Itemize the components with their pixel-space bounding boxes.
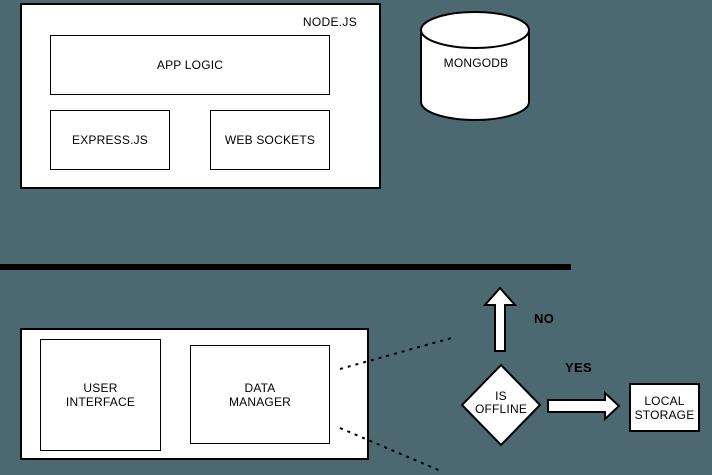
- data-manager-label-line1: DATA: [244, 380, 276, 395]
- local-storage-label-line2: STORAGE: [634, 407, 695, 422]
- client-container-box: USER INTERFACE DATA MANAGER: [20, 328, 369, 460]
- user-interface-label-line2: INTERFACE: [65, 395, 136, 409]
- is-offline-label-line1: IS: [495, 389, 507, 403]
- data-manager-box: DATA MANAGER: [190, 345, 330, 444]
- nodejs-container-box: NODE.JS APP LOGIC EXPRESS.JS WEB SOCKETS: [20, 3, 381, 189]
- yes-branch-label: YES: [565, 360, 592, 375]
- local-storage-label-line1: LOCAL: [644, 393, 685, 408]
- web-sockets-label: WEB SOCKETS: [224, 133, 316, 147]
- app-logic-box: APP LOGIC: [50, 35, 330, 95]
- user-interface-label: USER INTERFACE: [66, 381, 135, 409]
- user-interface-box: USER INTERFACE: [40, 339, 161, 451]
- no-branch-label: NO: [534, 311, 555, 326]
- section-divider-line: [0, 264, 571, 270]
- nodejs-container-label: NODE.JS: [302, 15, 357, 29]
- mongodb-cylinder: MONGODB: [419, 8, 533, 122]
- is-offline-label-line2: OFFLINE: [474, 402, 528, 416]
- expressjs-label: EXPRESS.JS: [71, 133, 149, 147]
- database-cylinder-icon: [420, 11, 530, 121]
- app-logic-label: APP LOGIC: [156, 58, 224, 72]
- no-up-arrow: [482, 286, 518, 352]
- local-storage-label: LOCAL STORAGE: [635, 394, 695, 422]
- web-sockets-box: WEB SOCKETS: [210, 110, 330, 170]
- yes-right-arrow: [547, 390, 621, 422]
- data-manager-label: DATA MANAGER: [229, 381, 291, 409]
- mongodb-label: MONGODB: [443, 56, 509, 70]
- is-offline-label: IS OFFLINE: [451, 390, 551, 416]
- local-storage-box: LOCAL STORAGE: [629, 383, 700, 432]
- data-manager-label-line2: MANAGER: [228, 394, 292, 409]
- expressjs-box: EXPRESS.JS: [50, 110, 170, 170]
- user-interface-label-line1: USER: [83, 381, 118, 395]
